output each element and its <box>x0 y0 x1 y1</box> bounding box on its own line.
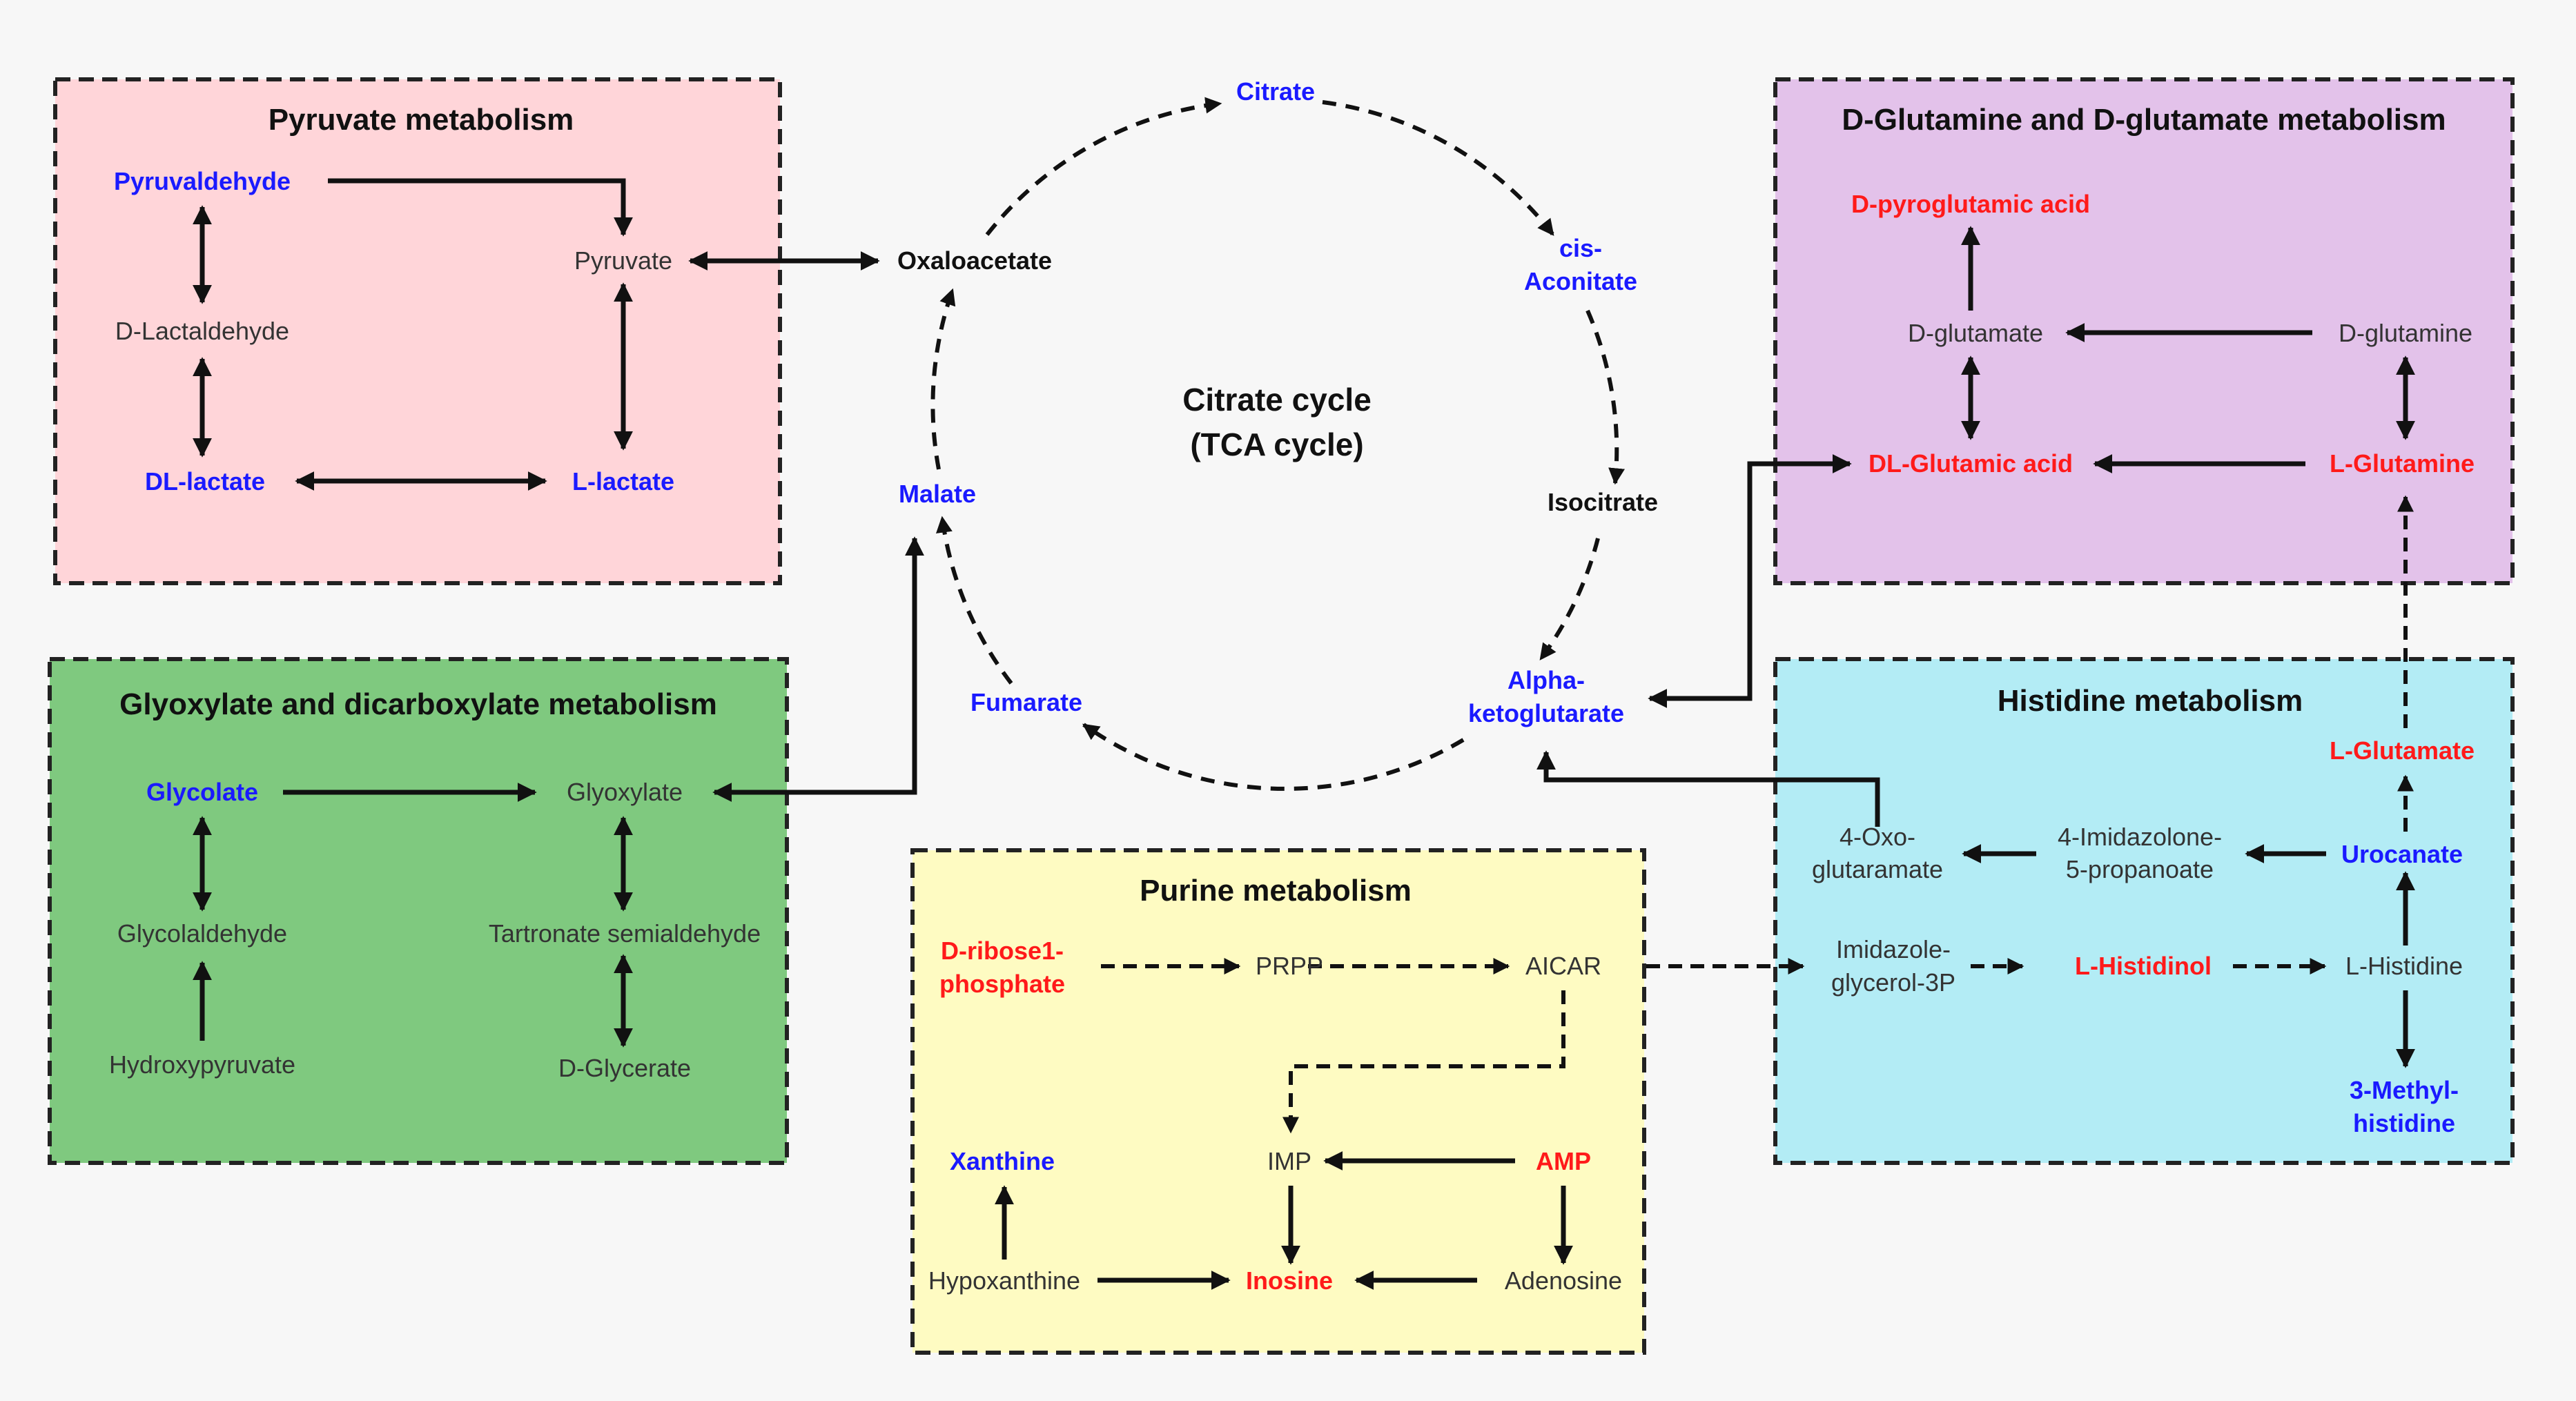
node-prpp: PRPP <box>1256 952 1323 980</box>
glyoxylate-box-title: Glyoxylate and dicarboxylate metabolism <box>119 687 717 721</box>
node-dl-glutamic-acid: DL-Glutamic acid <box>1868 449 2073 478</box>
node-citrate: Citrate <box>1236 77 1315 106</box>
node-xanthine: Xanthine <box>950 1147 1055 1175</box>
histidine-box-title: Histidine metabolism <box>1998 684 2303 718</box>
node-alpha-kg-1: Alpha- <box>1507 666 1585 694</box>
node-malate: Malate <box>899 480 976 508</box>
node-l-histidinol: L-Histidinol <box>2075 952 2212 980</box>
center-title-line1: Citrate cycle <box>1182 382 1372 418</box>
node-dl-lactate: DL-lactate <box>145 467 265 496</box>
node-d-glycerate: D-Glycerate <box>558 1054 691 1082</box>
node-cis-aconitate-1: cis- <box>1559 234 1602 262</box>
node-imidazolone-propanoate-2: 5-propanoate <box>2066 855 2214 883</box>
node-cis-aconitate-2: Aconitate <box>1524 267 1637 295</box>
arrow-aicar-imp <box>1282 990 1565 1134</box>
node-l-lactate: L-lactate <box>572 467 674 496</box>
arrow-glyoxylate-malate <box>712 536 924 802</box>
node-glycolaldehyde: Glycolaldehyde <box>117 919 287 948</box>
node-hydroxypyruvate: Hydroxypyruvate <box>109 1050 295 1079</box>
node-aicar: AICAR <box>1525 952 1601 980</box>
purine-box-title: Purine metabolism <box>1140 874 1412 908</box>
node-3-methylhistidine-2: histidine <box>2353 1109 2455 1137</box>
pyruvate-box-title: Pyruvate metabolism <box>269 103 574 137</box>
node-imidazolone-propanoate-1: 4-Imidazolone- <box>2058 823 2222 851</box>
node-oxaloacetate: Oxaloacetate <box>897 246 1052 275</box>
arrow-oxoglutaramate-alphakg <box>1536 750 1880 827</box>
tca-cycle-arcs <box>930 97 1625 791</box>
node-alpha-kg-2: ketoglutarate <box>1468 699 1624 727</box>
node-l-histidine: L-Histidine <box>2345 952 2463 980</box>
node-adenosine: Adenosine <box>1505 1266 1622 1295</box>
node-d-glutamine: D-glutamine <box>2339 319 2472 347</box>
node-l-glutamate: L-Glutamate <box>2330 736 2475 765</box>
node-pyruvate: Pyruvate <box>574 246 672 275</box>
node-amp: AMP <box>1536 1147 1591 1175</box>
node-urocanate: Urocanate <box>2341 840 2463 868</box>
node-pyruvaldehyde: Pyruvaldehyde <box>114 167 291 195</box>
node-4-oxo-glutaramate-1: 4-Oxo- <box>1840 823 1915 851</box>
node-tartronate-semialdehyde: Tartronate semialdehyde <box>489 919 761 948</box>
node-isocitrate: Isocitrate <box>1548 488 1658 516</box>
node-d-ribose-2: phosphate <box>939 970 1065 998</box>
node-glyoxylate: Glyoxylate <box>567 778 683 806</box>
arrow-alphakg-dlglutamic <box>1648 454 1852 708</box>
node-d-pyroglutamic-acid: D-pyroglutamic acid <box>1851 190 2090 218</box>
node-glycolate: Glycolate <box>146 778 258 806</box>
node-imidazole-glycerol-2: glycerol-3P <box>1831 968 1955 997</box>
node-inosine: Inosine <box>1246 1266 1333 1295</box>
node-3-methylhistidine-1: 3-Methyl- <box>2350 1076 2459 1104</box>
node-fumarate: Fumarate <box>970 688 1082 716</box>
arrow-pyruvaldehyde-pyruvate <box>328 178 633 237</box>
center-title-line2: (TCA cycle) <box>1190 427 1363 462</box>
node-l-glutamine: L-Glutamine <box>2330 449 2475 478</box>
node-4-oxo-glutaramate-2: glutaramate <box>1812 855 1943 883</box>
histidine-metabolism-box <box>1773 657 2515 1165</box>
node-imidazole-glycerol-1: Imidazole- <box>1836 935 1951 963</box>
purine-metabolism-box <box>910 848 1646 1355</box>
node-d-ribose-1: D-ribose1- <box>941 937 1064 965</box>
d-glutamine-box-title: D-Glutamine and D-glutamate metabolism <box>1842 103 2446 137</box>
node-imp: IMP <box>1267 1147 1311 1175</box>
glyoxylate-metabolism-box <box>48 657 789 1165</box>
node-d-glutamate: D-glutamate <box>1908 319 2043 347</box>
pyruvate-metabolism-box <box>53 77 782 585</box>
node-d-lactaldehyde: D-Lactaldehyde <box>115 317 289 345</box>
node-hypoxanthine: Hypoxanthine <box>928 1266 1080 1295</box>
